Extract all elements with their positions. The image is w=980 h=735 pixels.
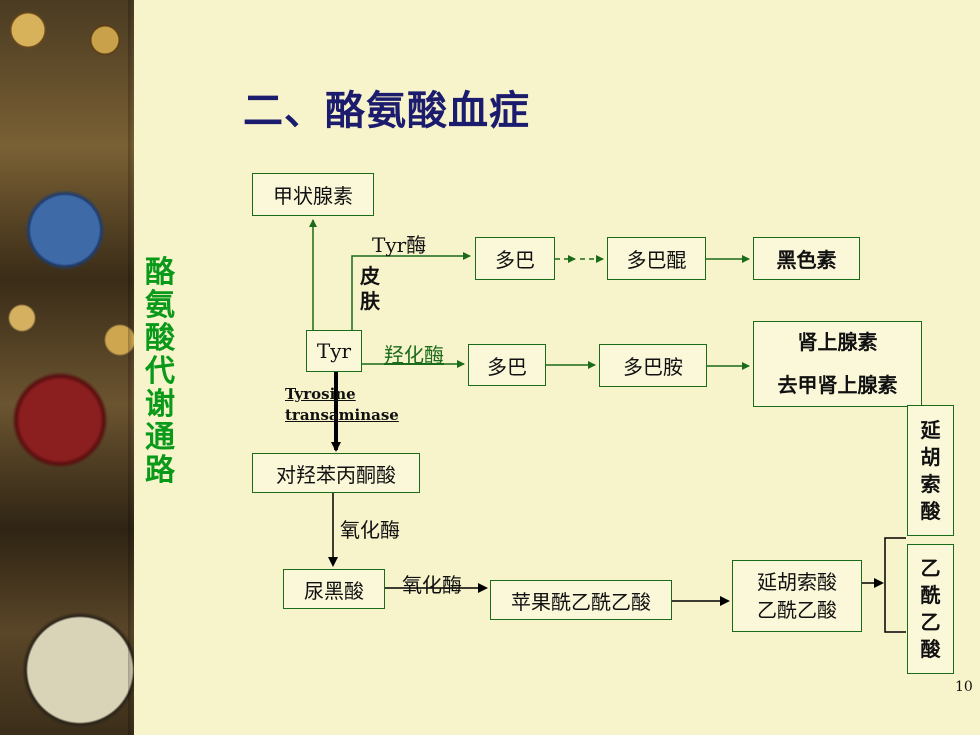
node-fumarylacetoacetate: 延胡索酸 乙酰乙酸: [732, 560, 862, 632]
label-skin: 皮 肤: [360, 264, 384, 314]
label-hydroxylase: 羟化酶: [384, 343, 444, 367]
pathway-side-title: 酪氨酸代谢通路: [142, 256, 178, 487]
node-homogentisate: 尿黑酸: [283, 569, 385, 609]
side-title-char: 谢: [145, 387, 175, 422]
char: 肤: [360, 289, 380, 313]
node-catecholamines: 肾上腺素 去甲肾上腺素: [753, 321, 922, 407]
side-title-char: 酪: [145, 255, 175, 290]
side-title-char: 酸: [145, 321, 175, 356]
decorative-sidebar-image: [0, 0, 134, 735]
char: 索: [920, 471, 941, 496]
node-dopa-skin: 多巴: [475, 237, 555, 280]
node-thyroxine: 甲状腺素: [252, 173, 374, 216]
slide-title: 二、酪氨酸血症: [243, 87, 530, 134]
char: 乙: [920, 610, 941, 634]
node-acetoacetate: 乙 酰 乙 酸: [907, 544, 954, 674]
node-melanin: 黑色素: [753, 237, 860, 280]
node-hpp: 对羟苯丙酮酸: [252, 453, 420, 493]
side-title-char: 氨: [145, 288, 175, 323]
node-maleylacetoacetate: 苹果酰乙酰乙酸: [490, 580, 672, 620]
label-epinephrine: 肾上腺素: [797, 330, 878, 354]
node-dopamine: 多巴胺: [599, 344, 707, 387]
char: 酰: [920, 583, 941, 607]
label-fumaryl-line2: 乙酰乙酸: [757, 598, 837, 622]
node-fumarate: 延 胡 索 酸: [907, 405, 954, 536]
label-fumaryl-line1: 延胡索酸: [757, 570, 837, 594]
label-transaminase: Tyrosine transaminase: [285, 384, 399, 426]
side-title-char: 代: [145, 354, 175, 389]
node-dopaquinone: 多巴醌: [607, 237, 706, 280]
char: 胡: [920, 444, 941, 469]
label-oxidase-2: 氧化酶: [402, 573, 462, 597]
line: Tyrosine: [285, 385, 356, 403]
side-title-char: 路: [145, 453, 175, 488]
line: transaminase: [285, 406, 399, 424]
char: 延: [920, 417, 941, 442]
page-number: 10: [955, 679, 973, 695]
split-bracket: [884, 537, 906, 633]
label-norepinephrine: 去甲肾上腺素: [777, 373, 898, 397]
label-oxidase-1: 氧化酶: [340, 518, 400, 542]
arrow-tyr-dopa-skin: [351, 252, 471, 330]
node-tyr: Tyr: [306, 330, 362, 372]
char: 酸: [920, 498, 941, 523]
char: 皮: [360, 264, 380, 288]
label-tyr-enzyme: Tyr酶: [372, 233, 427, 257]
node-dopa: 多巴: [468, 344, 546, 386]
side-title-char: 通: [145, 420, 175, 455]
char: 乙: [920, 556, 941, 580]
char: 酸: [920, 637, 941, 661]
